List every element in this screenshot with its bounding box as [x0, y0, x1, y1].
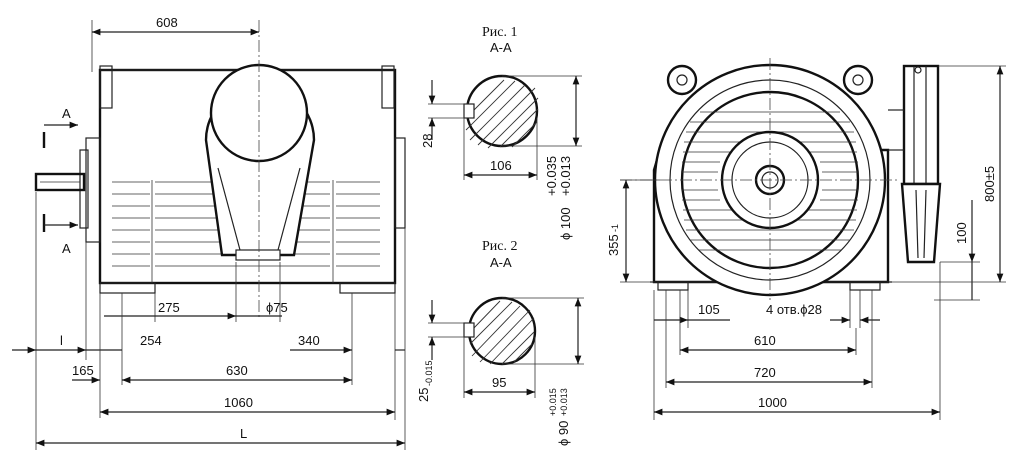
- tol1-upper: +0.035: [544, 156, 559, 196]
- bearing-housing-right: [394, 137, 406, 229]
- dim-1000: 1000: [758, 395, 787, 410]
- end-shield-right: [381, 65, 395, 109]
- end-view: 355 -1 100 800±5 105 4 отв.ϕ28 610 72: [606, 58, 1006, 420]
- tol2-upper: +0.015: [548, 388, 558, 416]
- dim-355-tol: -1: [610, 224, 620, 232]
- shaft-end: [34, 172, 86, 192]
- dim-105: 105: [698, 302, 720, 317]
- dim-holes: 4 отв.ϕ28: [766, 302, 822, 317]
- dim-phi90: ϕ 90: [556, 421, 571, 446]
- dim-100: 100: [954, 222, 969, 244]
- dim-720: 720: [754, 365, 776, 380]
- section-mark-bottom: А: [62, 241, 71, 256]
- tol2-lower: +0.013: [559, 388, 569, 416]
- dim-phi75: ϕ75: [266, 300, 288, 315]
- dim-608: 608: [156, 15, 178, 30]
- lifting-ear-right: [842, 64, 874, 96]
- side-view: А А 608 275 ϕ75 l 254 340 165: [12, 15, 406, 450]
- dim-165: 165: [72, 363, 94, 378]
- dim-1060: 1060: [224, 395, 253, 410]
- dim-l: l: [60, 333, 63, 348]
- foot-right: [339, 282, 396, 294]
- cooling-fins-left: [112, 181, 150, 267]
- section-mark-top: А: [62, 106, 71, 121]
- dim-25-tol: -0.015: [424, 360, 434, 386]
- end-shield-left: [99, 65, 113, 109]
- fig1-title: Рис. 1: [482, 25, 518, 40]
- shaft-section-1: [465, 74, 539, 148]
- lifting-ear-left: [666, 64, 698, 96]
- dim-95: 95: [492, 375, 506, 390]
- dim-25: 25: [416, 388, 431, 402]
- section-fig-1: Рис. 1 А-А 28 106 ϕ 100 +0.035 +0.013: [420, 25, 582, 240]
- section-fig-2: Рис. 2 А-А 25 -0.015 95 ϕ 90 +0.015 +0.0…: [416, 239, 584, 446]
- dim-254: 254: [140, 333, 162, 348]
- section-marker: А А: [42, 106, 79, 256]
- dim-28: 28: [420, 134, 435, 148]
- dim-630: 630: [226, 363, 248, 378]
- dim-L: L: [240, 426, 247, 441]
- cooling-fins-right: [336, 181, 380, 267]
- fig2-title: Рис. 2: [482, 239, 518, 254]
- dim-275: 275: [158, 300, 180, 315]
- fig1-section: А-А: [490, 40, 512, 55]
- fig2-section: А-А: [490, 255, 512, 270]
- shaft-section-2: [467, 296, 537, 366]
- dim-phi100: ϕ 100: [558, 207, 573, 240]
- foot-left: [99, 282, 156, 294]
- bearing-housing-left: [85, 137, 101, 243]
- dim-800: 800±5: [982, 166, 997, 202]
- dim-106: 106: [490, 158, 512, 173]
- terminal-box: [888, 64, 942, 264]
- tol1-lower: +0.013: [558, 156, 573, 196]
- dim-355: 355: [606, 234, 621, 256]
- dim-610: 610: [754, 333, 776, 348]
- dim-340: 340: [298, 333, 320, 348]
